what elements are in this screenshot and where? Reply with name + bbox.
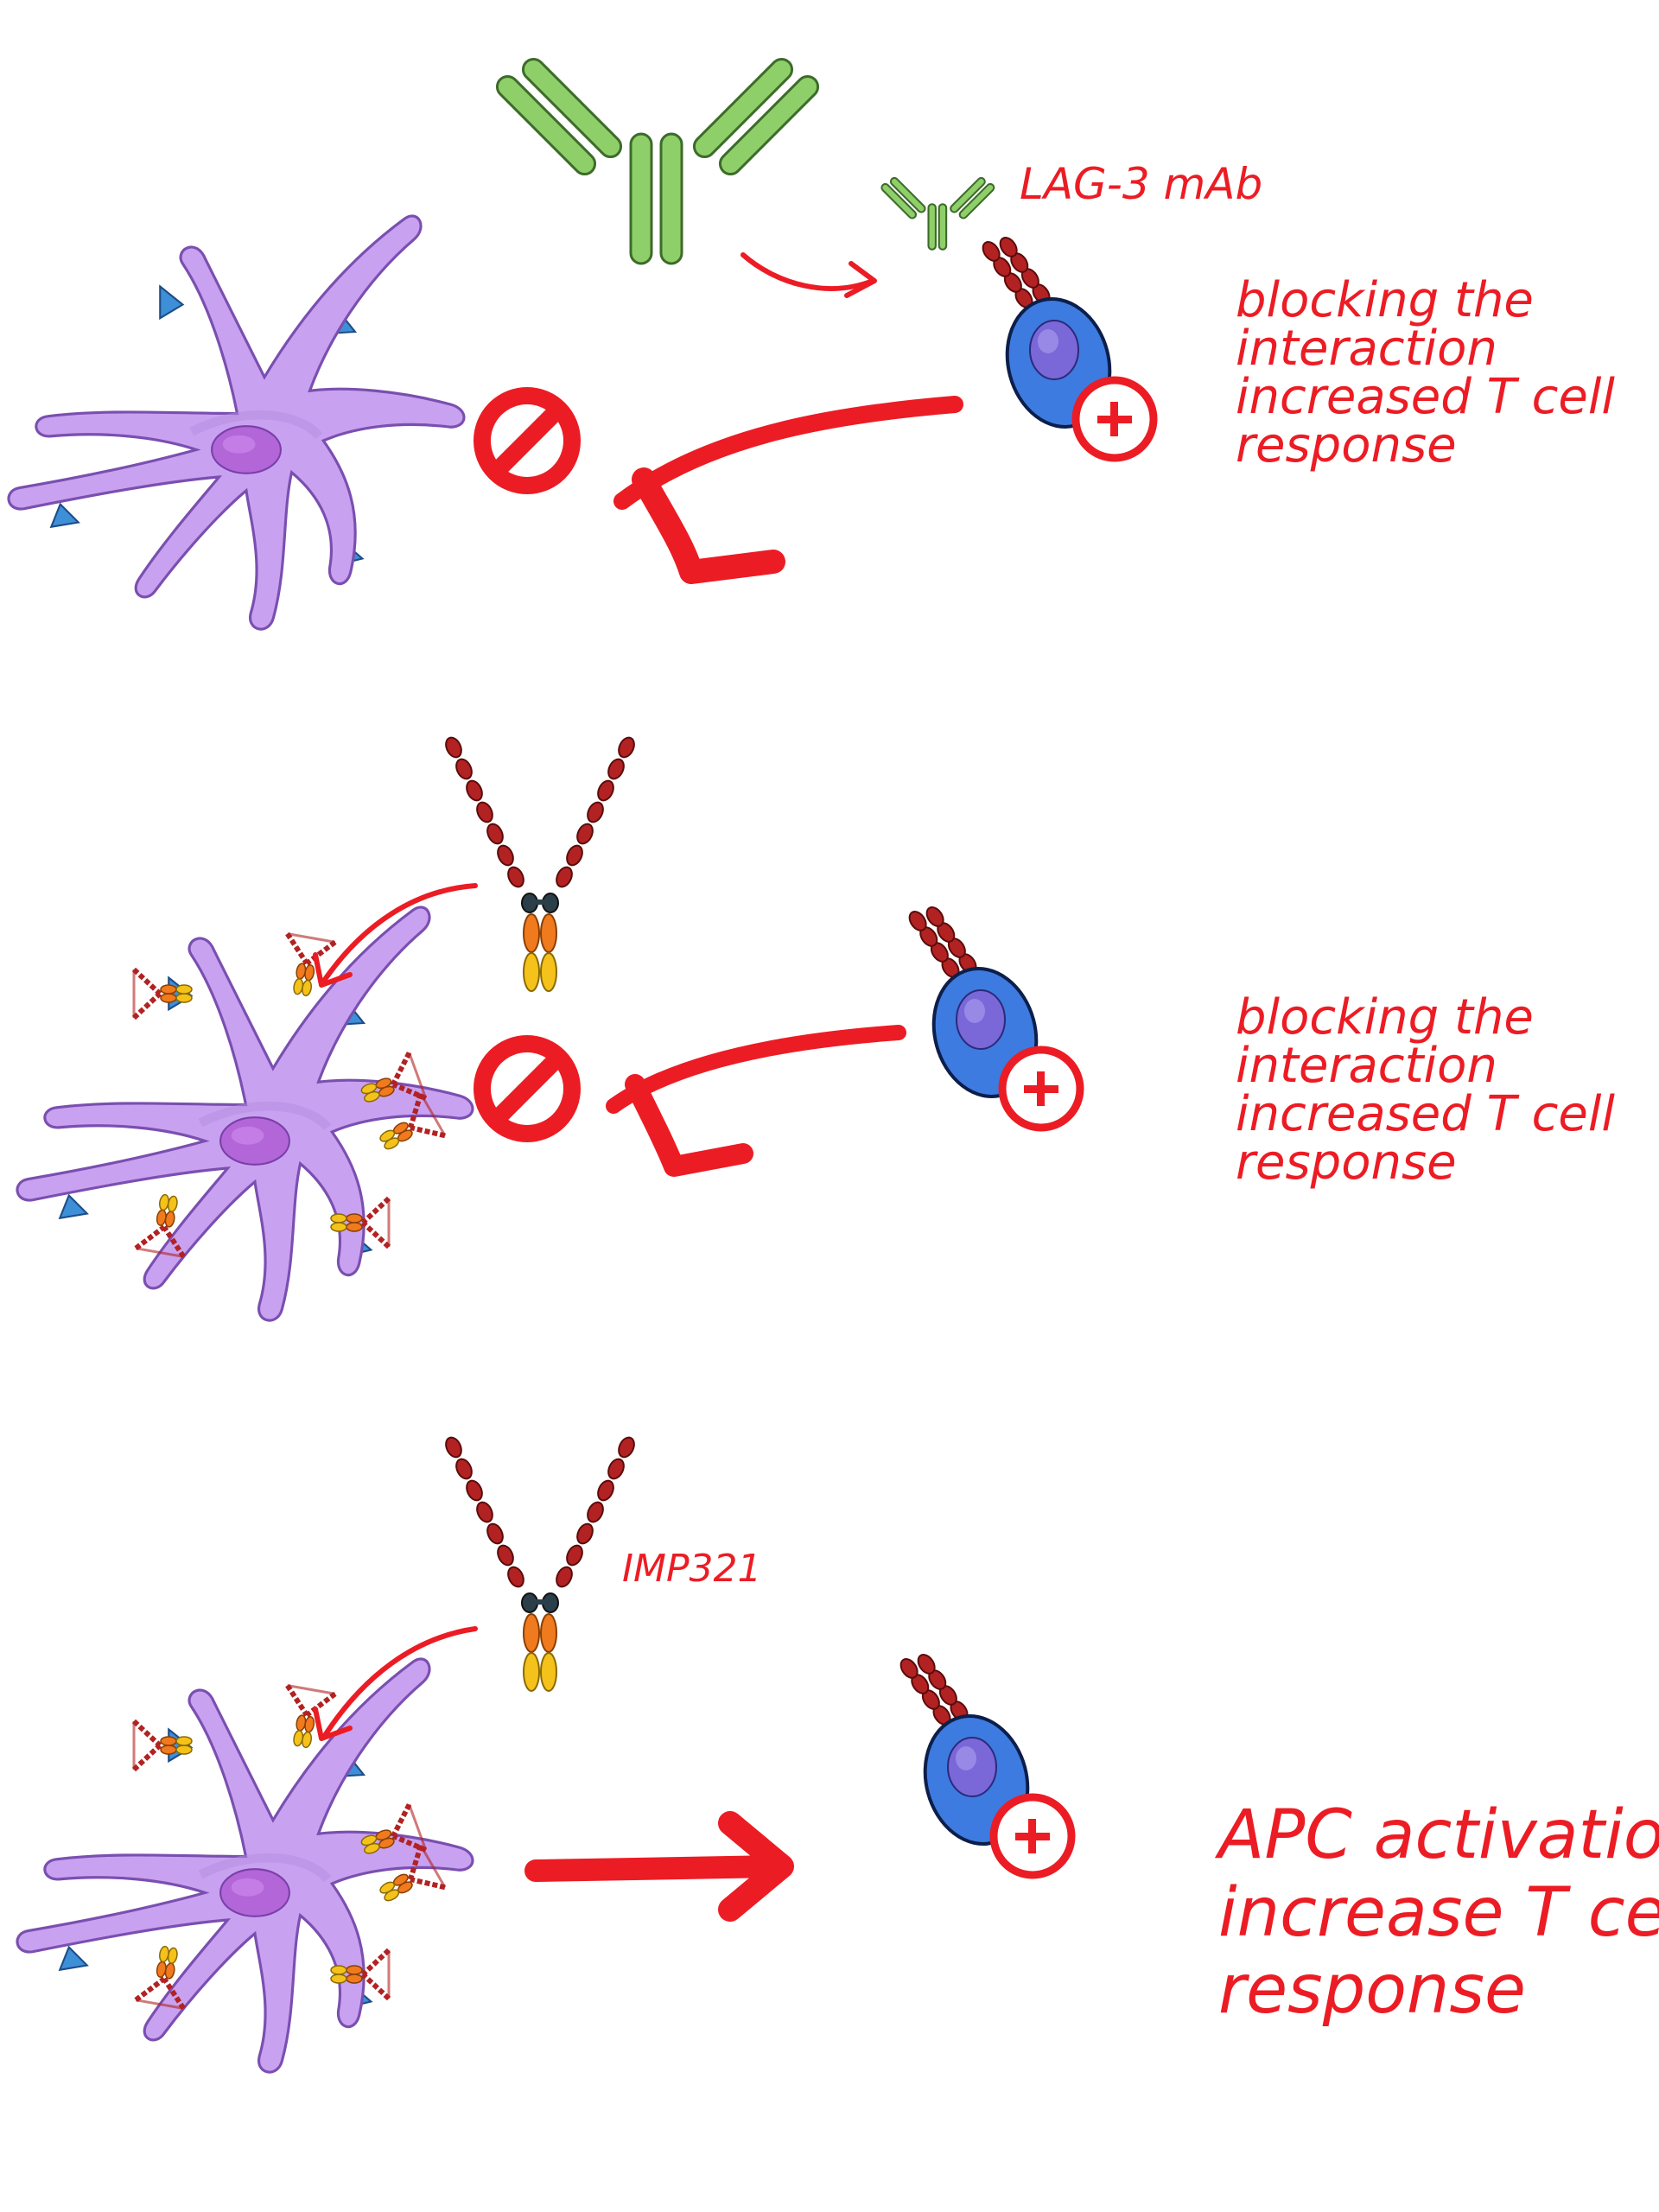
block-symbol xyxy=(482,396,572,486)
caption-line: response xyxy=(1218,1951,1526,2030)
activation-arrow xyxy=(524,1855,789,1882)
caption-line: increased T cell xyxy=(1236,1086,1615,1142)
panel-1: LAG-3 mAb xyxy=(9,57,1262,629)
caption-line: APC activation xyxy=(1218,1796,1659,1874)
dendritic-cell xyxy=(17,907,473,1320)
caption-line: increase T cell xyxy=(1218,1873,1659,1952)
arrow-to-tcell xyxy=(741,252,875,291)
panel-2 xyxy=(17,735,1080,1320)
caption-line: response xyxy=(1236,417,1457,474)
fusion-protein xyxy=(443,735,638,991)
binding-arrow xyxy=(321,883,478,983)
t-cell xyxy=(898,1652,1071,1875)
caption-line: interaction xyxy=(1236,321,1497,377)
imp321-label: IMP321 xyxy=(622,1547,761,1591)
caption-line: blocking the xyxy=(1236,272,1534,328)
block-symbol xyxy=(482,1044,572,1134)
caption-panel-1: blocking the interaction increased T cel… xyxy=(1236,276,1615,470)
caption-line: response xyxy=(1236,1135,1457,1191)
bound-antibody xyxy=(880,176,995,251)
antibody-label: LAG-3 mAb xyxy=(1020,159,1262,209)
lag3-antibody xyxy=(495,57,820,265)
caption-line: increased T cell xyxy=(1236,369,1615,425)
caption-line: interaction xyxy=(1236,1038,1497,1094)
caption-line: blocking the xyxy=(1236,989,1534,1046)
fusion-protein xyxy=(443,1435,638,1691)
dendritic-cell xyxy=(17,1659,473,2072)
binding-arrow xyxy=(321,1626,478,1739)
caption-panel-2: blocking the interaction increased T cel… xyxy=(1236,994,1615,1187)
interaction-arrow xyxy=(606,1025,906,1114)
t-cell xyxy=(906,905,1080,1128)
interaction-arrow xyxy=(613,396,963,510)
t-cell xyxy=(980,235,1154,458)
dendritic-cell xyxy=(9,216,464,629)
caption-panel-3: APC activation increase T cell response xyxy=(1218,1796,1659,2030)
panel-3: IMP321 xyxy=(17,1435,1071,2072)
